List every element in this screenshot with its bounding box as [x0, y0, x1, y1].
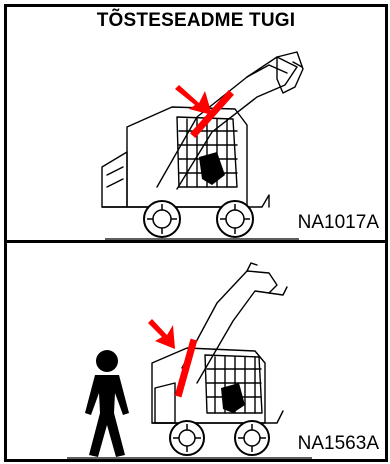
instruction-sheet: TÕSTESEADME TUGI	[4, 4, 388, 462]
panel-lift-arm-support-top: TÕSTESEADME TUGI	[7, 7, 385, 243]
figure-code: NA1563A	[298, 433, 379, 455]
warning-arrow-icon	[148, 319, 175, 349]
panel-lift-arm-support-bottom: NA1563A	[7, 243, 385, 459]
skid-steer-loader-icon	[7, 7, 385, 240]
warning-arrow-icon	[175, 85, 212, 115]
skid-steer-loader-icon	[7, 243, 385, 459]
person-silhouette-icon	[85, 350, 129, 457]
figure-code: NA1017A	[298, 212, 379, 234]
